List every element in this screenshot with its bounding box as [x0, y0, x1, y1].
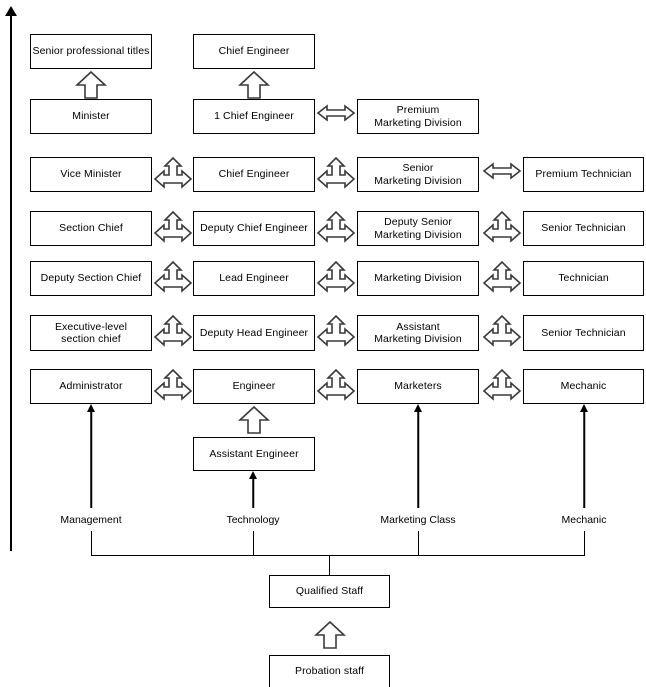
connector-bus-to-qualified-staff — [329, 555, 330, 576]
box-executive-level-section-chief[interactable]: Executive-level section chief — [30, 315, 152, 351]
tri-arrow-management-tech-row3 — [152, 209, 194, 249]
box-minister[interactable]: Minister — [30, 99, 152, 134]
box-assistant-marketing-division[interactable]: Assistant Marketing Division — [357, 315, 479, 351]
box-administrator[interactable]: Administrator — [30, 369, 152, 404]
category-label-marketing-class: Marketing Class — [380, 514, 456, 526]
tri-arrow-management-tech-row4 — [152, 259, 194, 299]
rank-axis-arrowhead-icon — [5, 6, 17, 16]
box-lead-engineer[interactable]: Lead Engineer — [193, 261, 315, 296]
box-deputy-chief-engineer[interactable]: Deputy Chief Engineer — [193, 211, 315, 246]
arrow-technology-to-assistant-engineer — [246, 471, 260, 508]
box-mechanic[interactable]: Mechanic — [523, 369, 644, 404]
tri-arrow-marketing-mechanic-row4 — [481, 259, 523, 299]
box-1-chief-engineer[interactable]: 1 Chief Engineer — [193, 99, 315, 134]
box-senior-technician-1[interactable]: Senior Technician — [523, 211, 644, 246]
box-technician[interactable]: Technician — [523, 261, 644, 296]
connector-horizontal-bus — [91, 555, 585, 556]
up-arrow-minister-to-senior-titles — [74, 70, 108, 100]
connector-technology-down — [253, 531, 254, 555]
box-vice-minister[interactable]: Vice Minister — [30, 157, 152, 192]
connector-mechanic-down — [584, 531, 585, 555]
tri-arrow-marketing-mechanic-row3 — [481, 209, 523, 249]
tri-arrow-management-tech-row5 — [152, 313, 194, 353]
box-assistant-engineer[interactable]: Assistant Engineer — [193, 437, 315, 471]
box-section-chief[interactable]: Section Chief — [30, 211, 152, 246]
category-label-mechanic: Mechanic — [561, 514, 607, 526]
category-label-technology: Technology — [226, 514, 280, 526]
tri-arrow-tech-marketing-row2 — [315, 155, 357, 195]
arrow-management-to-administrator — [84, 404, 98, 508]
up-arrow-1chief-to-chief-engineer — [237, 70, 271, 100]
box-probation-staff[interactable]: Probation staff — [269, 655, 390, 687]
box-chief-engineer-top[interactable]: Chief Engineer — [193, 34, 315, 69]
tri-arrow-tech-marketing-row3 — [315, 209, 357, 249]
box-chief-engineer[interactable]: Chief Engineer — [193, 157, 315, 192]
up-arrow-assistant-to-engineer — [237, 405, 271, 435]
box-deputy-head-engineer[interactable]: Deputy Head Engineer — [193, 315, 315, 351]
tri-arrow-management-tech-row2 — [152, 155, 194, 195]
box-premium-technician[interactable]: Premium Technician — [523, 157, 644, 192]
connector-management-down — [91, 531, 92, 555]
box-senior-technician-2[interactable]: Senior Technician — [523, 315, 644, 351]
tri-arrow-marketing-mechanic-row5 — [481, 313, 523, 353]
up-arrow-probation-to-qualified — [313, 620, 347, 650]
box-senior-marketing-division[interactable]: Senior Marketing Division — [357, 157, 479, 192]
box-deputy-section-chief[interactable]: Deputy Section Chief — [30, 261, 152, 296]
bidirectional-arrow-marketing-mechanic-row2 — [481, 161, 523, 188]
tri-arrow-management-tech-row6 — [152, 367, 194, 407]
box-engineer[interactable]: Engineer — [193, 369, 315, 404]
tri-arrow-tech-marketing-row4 — [315, 259, 357, 299]
box-deputy-senior-marketing-division[interactable]: Deputy Senior Marketing Division — [357, 211, 479, 246]
box-premium-marketing-division[interactable]: Premium Marketing Division — [357, 99, 479, 134]
box-marketing-division[interactable]: Marketing Division — [357, 261, 479, 296]
tri-arrow-marketing-mechanic-row6 — [481, 367, 523, 407]
tri-arrow-tech-marketing-row5 — [315, 313, 357, 353]
category-label-management: Management — [60, 514, 122, 526]
box-marketers[interactable]: Marketers — [357, 369, 479, 404]
arrow-mechanic-to-mechanic-box — [577, 404, 591, 508]
bidirectional-arrow-tech-marketing-row1 — [315, 103, 357, 130]
box-senior-professional-titles[interactable]: Senior professional titles — [30, 34, 152, 69]
arrow-marketing-to-marketers — [411, 404, 425, 508]
connector-marketing-down — [418, 531, 419, 555]
box-qualified-staff[interactable]: Qualified Staff — [269, 575, 390, 608]
tri-arrow-tech-marketing-row6 — [315, 367, 357, 407]
rank-axis-line — [10, 14, 12, 551]
